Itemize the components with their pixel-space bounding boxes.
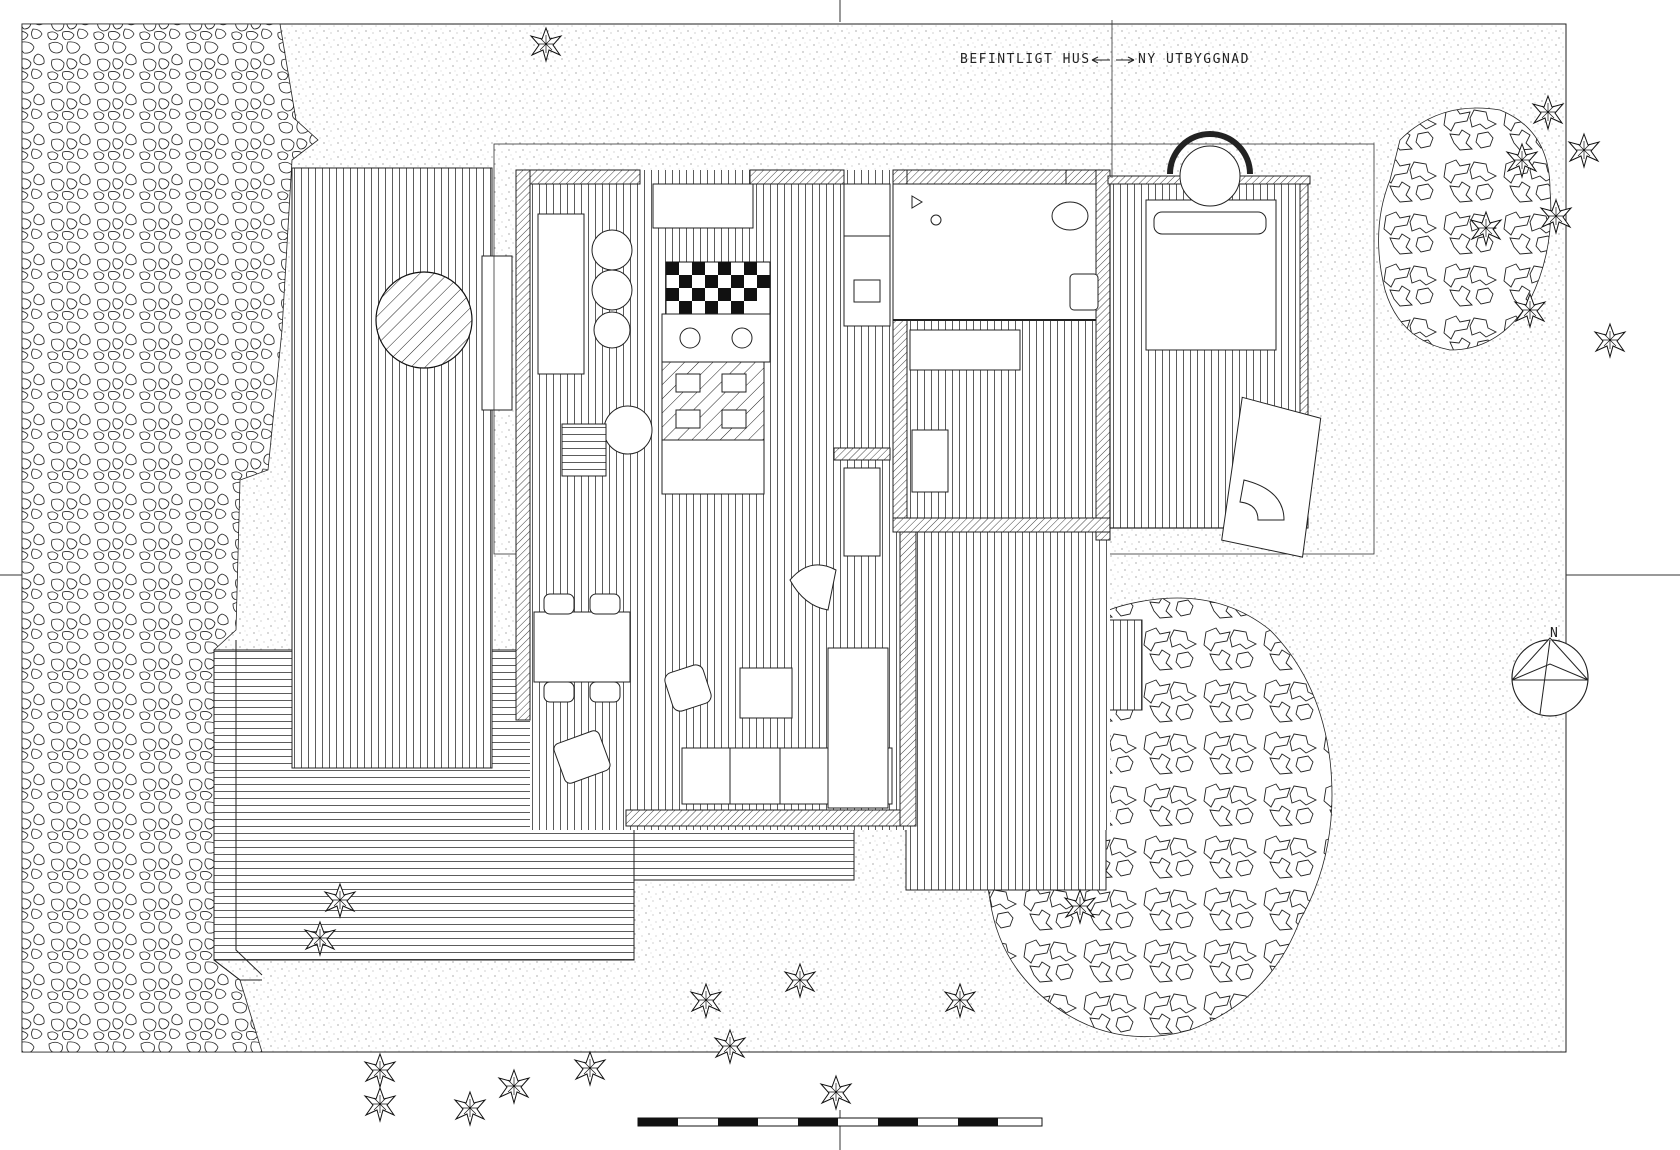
armchair	[664, 664, 712, 712]
kitchen-counter	[652, 183, 754, 229]
desk	[1221, 396, 1322, 558]
north-label: N	[1550, 626, 1558, 641]
side-table	[603, 405, 653, 455]
scale-bar	[637, 1117, 1043, 1127]
wash-basin	[1069, 273, 1099, 311]
new-extension-label: NY UTBYGGNAD	[1138, 52, 1250, 67]
dining-table	[533, 611, 631, 683]
armchair	[553, 730, 611, 784]
stone-paving	[21, 23, 319, 1053]
toilet	[1051, 201, 1089, 231]
round-table	[375, 271, 473, 369]
floor-lamp	[789, 564, 837, 611]
bench	[537, 213, 585, 375]
ottoman	[739, 667, 793, 719]
arrow-right-icon	[1116, 56, 1135, 64]
north-arrow-icon	[1511, 637, 1589, 717]
house-walls	[515, 169, 1111, 827]
sofa-chaise	[827, 647, 889, 809]
deck-west	[291, 167, 493, 769]
stair	[561, 423, 607, 477]
round-window-nook	[1179, 145, 1241, 207]
stove	[661, 313, 771, 363]
arrow-left-icon	[1091, 56, 1110, 64]
sink	[853, 279, 881, 303]
existing-house-label: BEFINTLIGT HUS	[960, 52, 1091, 67]
